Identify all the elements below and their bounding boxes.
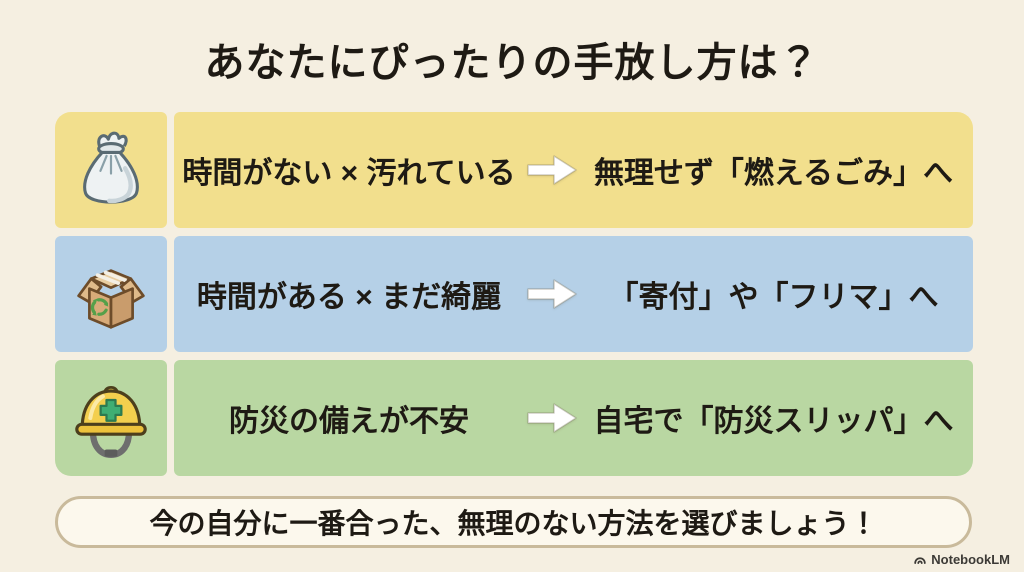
cardboard-box-icon [55,236,167,352]
table-row-donate-flea-market: 時間がある × まだ綺麗 「寄付」や「フリマ」へ [55,236,973,352]
page-title: あなたにぴったりの手放し方は？ [204,41,820,85]
row-content: 時間がない × 汚れている 無理せず「燃えるごみ」へ [174,112,973,228]
right-arrow-icon [524,400,580,436]
table-row-disaster-slippers: 防災の備えが不安 自宅で「防災スリッパ」へ [55,360,973,476]
safety-helmet-icon [55,360,167,476]
condition-text: 時間がない × 汚れている [182,157,516,190]
result-text: 「寄付」や「フリマ」へ [608,281,939,314]
condition-text: 時間がある × まだ綺麗 [196,281,502,314]
decision-grid: 時間がない × 汚れている 無理せず「燃えるごみ」へ [55,112,973,476]
right-arrow-icon [524,276,580,312]
summary-note-text: 今の自分に一番合った、無理のない方法を選びましょう！ [149,508,878,539]
result-text: 自宅で「防災スリッパ」へ [593,405,954,438]
watermark-text: NotebookLM [931,552,1010,567]
result-text: 無理せず「燃えるごみ」へ [593,157,954,190]
row-content: 時間がある × まだ綺麗 「寄付」や「フリマ」へ [174,236,973,352]
notebooklm-logo-icon [914,556,926,564]
trash-bag-icon [55,112,167,228]
watermark: NotebookLM [913,552,1010,567]
table-row-burnable-trash: 時間がない × 汚れている 無理せず「燃えるごみ」へ [55,112,973,228]
right-arrow-icon [524,152,580,188]
condition-text: 防災の備えが不安 [229,405,469,438]
row-content: 防災の備えが不安 自宅で「防災スリッパ」へ [174,360,973,476]
summary-note: 今の自分に一番合った、無理のない方法を選びましょう！ [55,496,972,548]
